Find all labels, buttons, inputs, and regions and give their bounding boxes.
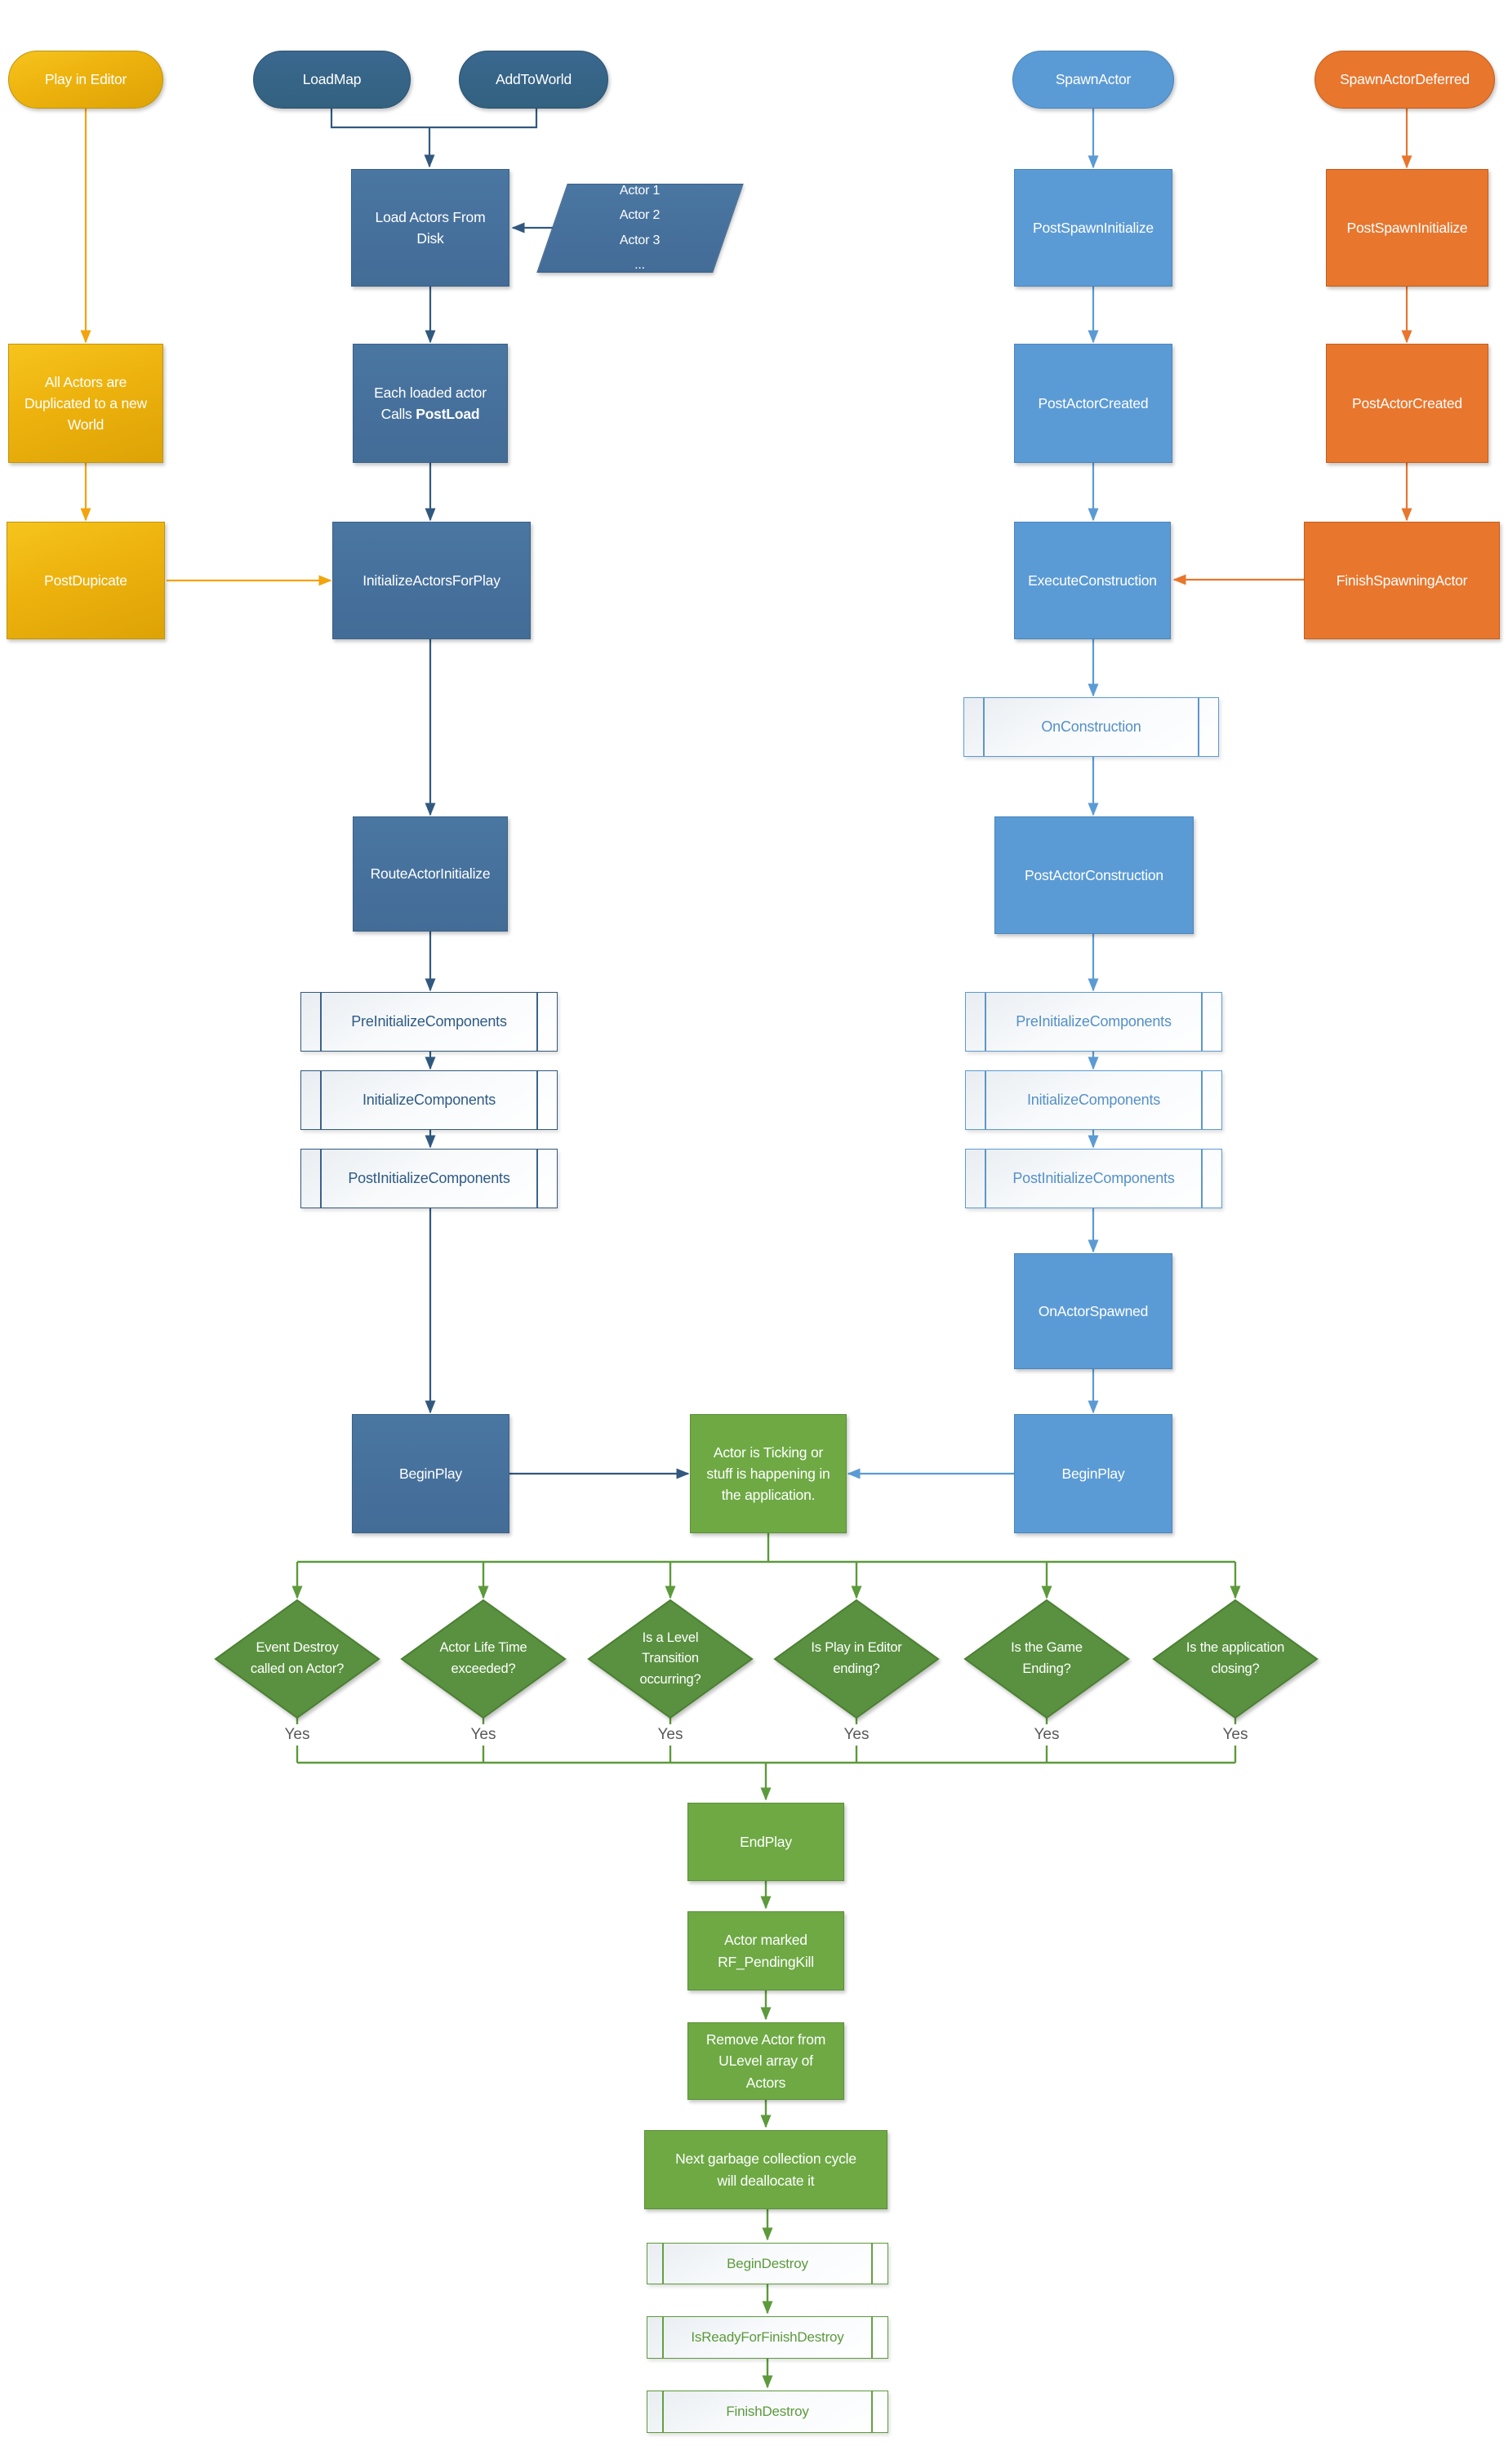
node-spawn-actor-deferred: SpawnActorDeferred — [1314, 51, 1495, 109]
node-pre-initialize-components-left: PreInitializeComponents — [300, 992, 558, 1052]
node-post-actor-created-blue: PostActorCreated — [1014, 344, 1172, 463]
decision-game-ending-label: Is the Game Ending? — [1011, 1640, 1083, 1676]
node-actor-marked-pending-kill: Actor marked RF_PendingKill — [687, 1911, 844, 1990]
edge-label-yes-3: Yes — [638, 1724, 703, 1746]
decision-pie-ending-label: Is Play in Editor ending? — [811, 1640, 902, 1676]
node-finish-destroy: FinishDestroy — [647, 2391, 888, 2433]
decision-event-destroy-label: Event Destroy called on Actor? — [250, 1640, 345, 1676]
node-post-initialize-components-left: PostInitializeComponents — [300, 1149, 558, 1208]
node-add-to-world: AddToWorld — [459, 51, 608, 109]
decision-level-transition-label: Is a Level Transition occurring? — [639, 1630, 701, 1687]
edge-label-yes-6: Yes — [1203, 1724, 1268, 1746]
edge-label-yes-5: Yes — [1014, 1724, 1079, 1746]
decision-app-closing-shape — [1152, 1599, 1319, 1719]
node-initialize-actors-for-play: InitializeActorsForPlay — [332, 522, 531, 639]
node-route-actor-initialize: RouteActorInitialize — [353, 816, 508, 932]
node-load-actors-from-disk: Load Actors From Disk — [351, 169, 509, 287]
node-remove-actor-from-ulevel: Remove Actor from ULevel array of Actors — [687, 2022, 844, 2100]
decision-game-ending-shape — [963, 1599, 1130, 1719]
decision-life-time-label: Actor Life Time exceeded? — [439, 1640, 527, 1676]
node-post-spawn-initialize-blue: PostSpawnInitialize — [1014, 169, 1172, 287]
node-post-actor-created-orange: PostActorCreated — [1326, 344, 1488, 463]
node-initialize-components-left: InitializeComponents — [300, 1070, 558, 1130]
node-begin-play-right: BeginPlay — [1014, 1414, 1172, 1533]
node-begin-destroy: BeginDestroy — [647, 2243, 888, 2284]
node-pre-initialize-components-right: PreInitializeComponents — [965, 992, 1222, 1052]
node-post-spawn-initialize-orange: PostSpawnInitialize — [1326, 169, 1488, 287]
node-actor-list: Actor 1 Actor 2 Actor 3 ... — [536, 184, 744, 273]
node-on-actor-spawned: OnActorSpawned — [1014, 1253, 1172, 1369]
node-spawn-actor: SpawnActor — [1012, 51, 1174, 109]
decision-level-transition-shape — [587, 1599, 754, 1719]
decision-event-destroy-shape — [214, 1599, 380, 1719]
node-actor-ticking: Actor is Ticking or stuff is happening i… — [690, 1414, 847, 1533]
node-initialize-components-right: InitializeComponents — [965, 1070, 1222, 1130]
node-play-in-editor: Play in Editor — [8, 51, 163, 109]
edge-label-yes-1: Yes — [265, 1724, 330, 1746]
decision-app-closing-label: Is the application closing? — [1185, 1640, 1285, 1676]
decision-pie-ending-shape — [773, 1599, 940, 1719]
node-post-dupicate: PostDupicate — [7, 522, 165, 639]
node-begin-play-left: BeginPlay — [352, 1414, 509, 1533]
node-execute-construction: ExecuteConstruction — [1014, 522, 1171, 639]
node-on-construction: OnConstruction — [963, 697, 1219, 757]
node-post-actor-construction: PostActorConstruction — [994, 816, 1194, 934]
node-load-map: LoadMap — [253, 51, 411, 109]
decision-life-time-shape — [400, 1599, 567, 1719]
node-end-play: EndPlay — [687, 1803, 844, 1881]
node-all-actors-duplicated: All Actors are Duplicated to a new World — [8, 344, 163, 463]
edge-label-yes-4: Yes — [824, 1724, 889, 1746]
edge-label-yes-2: Yes — [451, 1724, 516, 1746]
node-next-garbage-collection: Next garbage collection cycle will deall… — [644, 2130, 887, 2209]
node-finish-spawning-actor: FinishSpawningActor — [1304, 522, 1500, 639]
node-post-initialize-components-right: PostInitializeComponents — [965, 1149, 1222, 1208]
node-each-loaded-actor: Each loaded actor Calls PostLoad — [353, 344, 508, 463]
node-is-ready-for-finish-destroy: IsReadyForFinishDestroy — [647, 2316, 888, 2359]
